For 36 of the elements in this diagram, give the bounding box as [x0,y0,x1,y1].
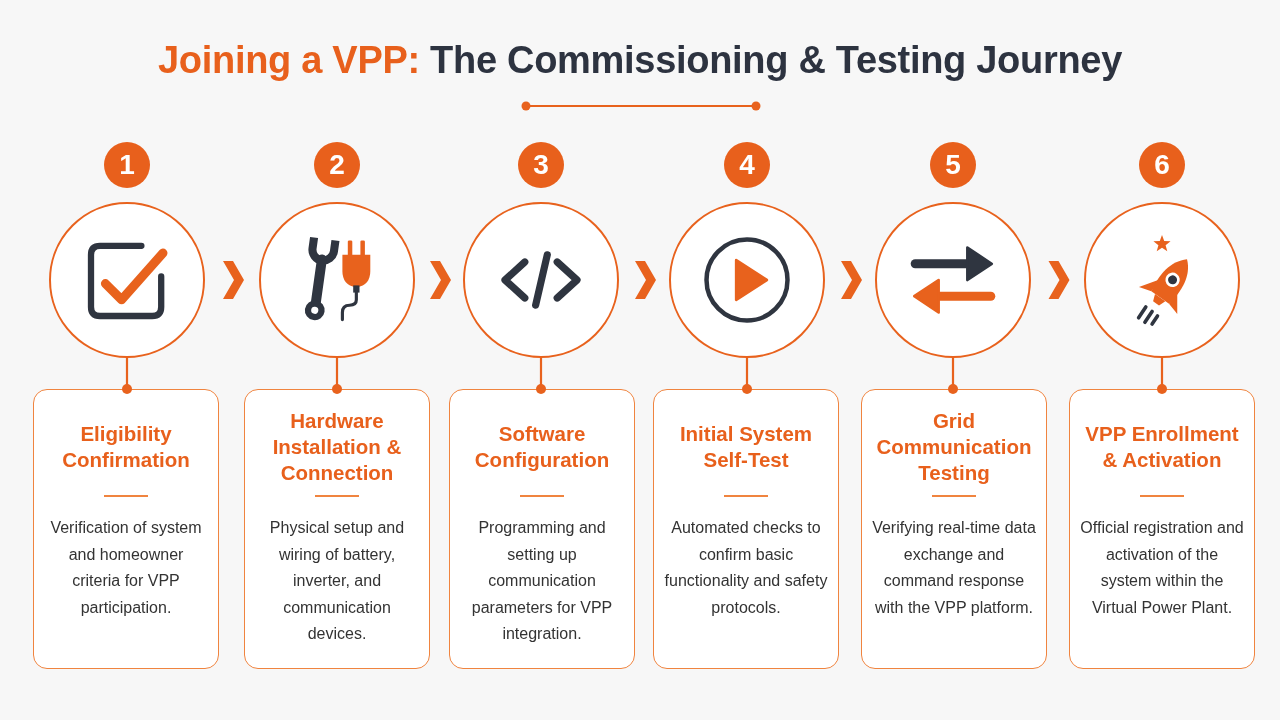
step-card [449,389,635,669]
connector-line [122,358,132,394]
step-description: Official registration and activation of the system within the Virtual Power Plant. [1080,518,1244,618]
step-title: Initial System Self-Test [678,421,814,473]
step-number: 2 [314,142,360,188]
step-title: Grid Communication Testing [875,408,1033,486]
step-number: 5 [930,142,976,188]
step-title: VPP Enrollment & Activation [1084,421,1240,473]
step-title: Hardware Installation & Connection [271,408,403,486]
step-title: Eligibility Confirmation [61,421,191,473]
connector-line [742,358,752,394]
chevron-arrow [1048,261,1070,299]
connector-line [948,358,958,394]
step-number: 3 [518,142,564,188]
connector-line [332,358,342,394]
step-card [33,389,219,669]
step-number: 6 [1139,142,1185,188]
step-card [653,389,839,669]
step-description: Programming and setting up communication parameters for VPP integration. [470,518,614,644]
step-card [1069,389,1255,669]
step-title: Software Configuration [473,421,611,473]
step-number: 4 [724,142,770,188]
step-description: Automated checks to confirm basic functionality and safety protocols. [664,518,828,618]
chevron-arrow [223,261,244,299]
chevron-arrow [841,261,862,299]
connector-line [536,358,546,394]
title: Joining a VPP: The Commissioning & Testing Journey [158,38,1122,83]
step-card [861,389,1047,669]
connector-line [1157,358,1167,394]
step-description: Verification of system and homeowner criteria for VPP participation. [49,518,203,618]
step-number: 1 [104,142,150,188]
chevron-arrow [635,261,656,299]
step-description: Physical setup and wiring of battery, inverter, and communication devices. [268,518,406,644]
step-card [244,389,430,669]
step-description: Verifying real-time data exchange and command response with the VPP platform. [872,518,1036,618]
chevron-arrow [430,261,451,299]
